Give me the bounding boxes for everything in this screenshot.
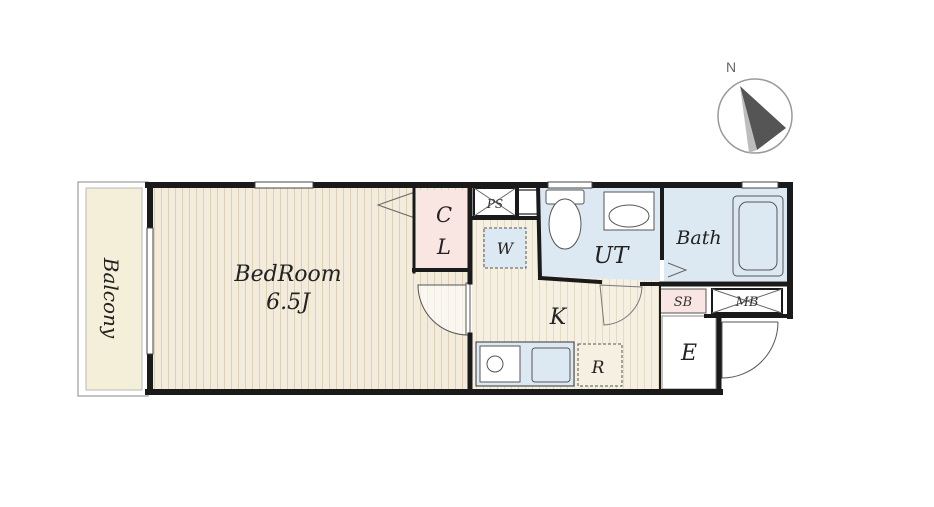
closet-label-c: C <box>436 203 452 227</box>
entrance-floor <box>661 315 717 390</box>
storage-boxes: SB MB <box>659 288 783 314</box>
entrance-label: E <box>680 341 697 366</box>
washer-label: W <box>497 239 515 258</box>
entrance-door-swing <box>721 321 779 379</box>
stove <box>479 345 521 383</box>
bathtub-inner <box>738 201 778 271</box>
window-balcony-door <box>146 227 154 355</box>
kitchen-label: K <box>549 305 568 330</box>
entrance: E <box>661 315 779 390</box>
compass: N <box>717 59 793 154</box>
bath-door-mark <box>667 262 688 278</box>
compass-needle-dark <box>740 86 786 150</box>
ps-cross-2 <box>473 187 517 217</box>
bedroom-name-label: BedRoom <box>233 262 341 287</box>
bedroom-door-leaf <box>465 282 471 336</box>
ps-label: PS <box>486 197 503 211</box>
closet-label-l: L <box>436 235 451 259</box>
utility-label: UT <box>594 243 630 269</box>
shoe-box-label: SB <box>674 295 692 310</box>
closet-door-mark <box>376 191 416 219</box>
window-ut <box>547 181 593 189</box>
small-niche <box>517 189 539 215</box>
window-bedroom <box>254 181 314 189</box>
meter-box-label: MB <box>735 295 759 310</box>
toilet-bowl <box>548 198 582 250</box>
sink <box>531 347 571 383</box>
balcony-label: Balcony <box>99 257 123 339</box>
meter-cross-2 <box>711 288 783 314</box>
closet-floor <box>418 190 468 270</box>
walls <box>145 182 793 395</box>
washer-space <box>483 227 527 269</box>
balcony: Balcony <box>77 181 149 397</box>
washbasin-bowl <box>608 204 650 228</box>
balcony-floor <box>85 187 143 391</box>
washbasin <box>603 191 655 231</box>
fridge-label: R <box>591 358 605 378</box>
wall-ut-bottom <box>537 275 603 285</box>
compass-north-label: N <box>726 59 736 75</box>
bathtub <box>732 195 784 277</box>
compass-needle-light <box>740 86 757 153</box>
bath-label: Bath <box>675 227 721 249</box>
bathroom: Bath <box>664 188 788 281</box>
window-bath <box>741 181 779 189</box>
closet: C L <box>376 190 468 270</box>
stove-burner <box>486 355 504 373</box>
utility-door-swing <box>599 284 643 326</box>
windows <box>146 181 779 355</box>
bedroom-size-label: 6.5J <box>266 290 311 315</box>
utility-room: UT <box>517 188 660 326</box>
wall-ut-left <box>535 182 543 281</box>
bedroom-door-swing <box>417 284 469 336</box>
fridge-space <box>577 343 623 387</box>
